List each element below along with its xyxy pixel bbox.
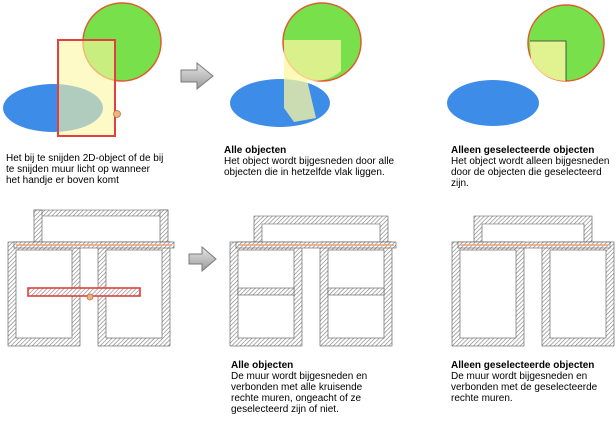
trimmed-yellow-shape: [530, 41, 566, 82]
yellow-rectangle[interactable]: [57, 39, 116, 137]
top-right-figure: [447, 4, 605, 126]
hand-cursor-icon: [113, 110, 121, 118]
caption-title: Alleen geselecteerde objecten: [451, 145, 595, 156]
blue-ellipse: [230, 79, 330, 127]
top-middle-figure: [230, 2, 362, 127]
bottom-middle-walls: [229, 215, 397, 347]
caption-text: Het object wordt alleen bijgesneden door…: [451, 156, 610, 189]
top-middle-caption: Alle objecten Het object wordt bijgesned…: [224, 145, 404, 178]
caption-title: Alle objecten: [231, 360, 294, 371]
bottom-left-walls: [7, 209, 175, 347]
top-left-figure: [3, 2, 162, 137]
hand-cursor-icon: [86, 293, 94, 301]
trimmed-yellow-shape: [284, 40, 341, 122]
bottom-right-caption: Alleen geselecteerde objecten De muur wo…: [451, 360, 611, 404]
top-right-caption: Alleen geselecteerde objecten Het object…: [451, 145, 611, 189]
caption-text: Het object wordt bijgesneden door alle o…: [224, 156, 395, 178]
caption-title: Alle objecten: [224, 145, 287, 156]
arrow-icon: [188, 245, 217, 273]
caption-text: De muur wordt bijgesneden en verbonden m…: [451, 371, 598, 404]
caption-text: De muur wordt bijgesneden en verbonden m…: [231, 371, 368, 415]
blue-ellipse: [447, 80, 539, 126]
arrow-icon: [180, 61, 214, 91]
caption-title: Alleen geselecteerde objecten: [451, 360, 595, 371]
bottom-middle-caption: Alle objecten De muur wordt bijgesneden …: [231, 360, 391, 415]
bottom-right-walls: [451, 215, 615, 347]
top-left-description: Het bij te snijden 2D-object of de bij t…: [6, 153, 164, 186]
highlighted-wall[interactable]: [27, 287, 141, 297]
